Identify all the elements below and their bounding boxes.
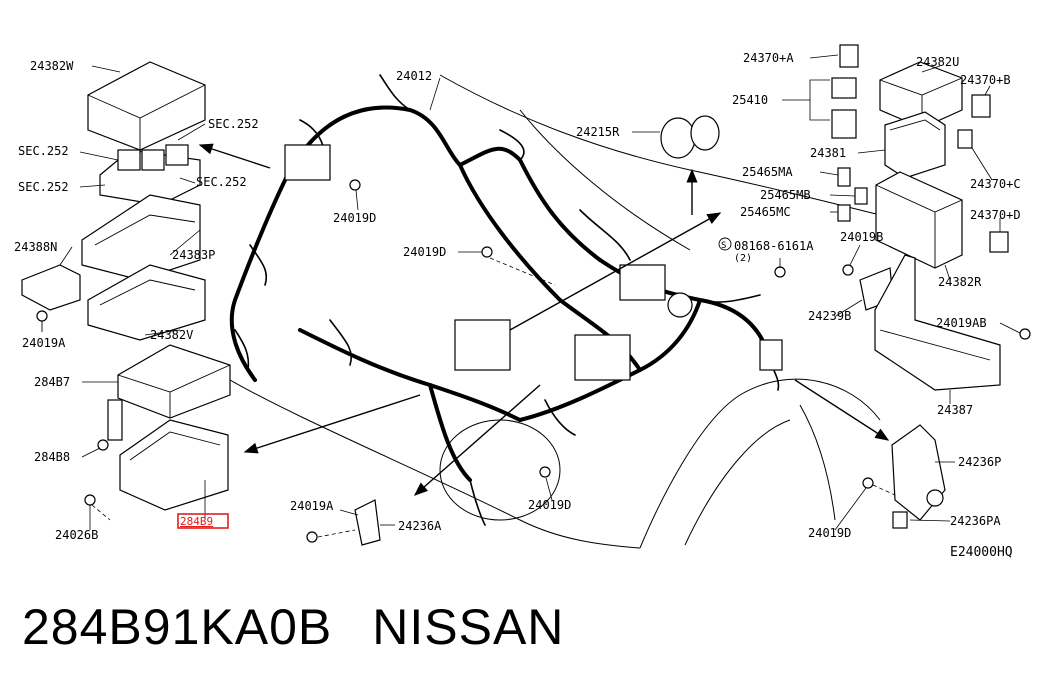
- label-24019AB: 24019AB: [936, 316, 987, 330]
- label-24370C: 24370+C: [970, 177, 1021, 191]
- label-24370D: 24370+D: [970, 208, 1021, 222]
- fuse-block-body[interactable]: [81, 194, 201, 281]
- label-sec252-d: SEC.252: [196, 175, 247, 189]
- label-sec252-c: SEC.252: [18, 180, 69, 194]
- label-25410: 25410: [732, 93, 768, 107]
- circled-s-symbol: S: [721, 241, 726, 251]
- bracket-24236P[interactable]: [891, 424, 946, 521]
- label-24239B: 24239B: [808, 309, 851, 323]
- label-24383P: 24383P: [172, 248, 215, 262]
- label-24388N: 24388N: [14, 240, 57, 254]
- horn-24215R[interactable]: [660, 115, 720, 159]
- fuse-25465MA[interactable]: [837, 167, 851, 187]
- label-24382R: 24382R: [938, 275, 982, 289]
- label-24381: 24381: [810, 146, 846, 160]
- fuse-24370B[interactable]: [971, 94, 991, 118]
- label-24236A: 24236A: [398, 519, 442, 533]
- fuse-block-24381[interactable]: [884, 111, 946, 179]
- highlighted-part-284B9[interactable]: 284B9: [177, 513, 229, 529]
- label-24236P: 24236P: [958, 455, 1001, 469]
- nut-24019B[interactable]: [842, 264, 854, 276]
- bolt-24019D-b[interactable]: [481, 246, 556, 286]
- label-25465MB: 25465MB: [760, 188, 811, 202]
- bolt-24019D-d[interactable]: [862, 477, 896, 496]
- bracket-24388N[interactable]: [21, 264, 81, 311]
- fuse-box-lower-24382V[interactable]: [87, 264, 206, 341]
- bracket-24387[interactable]: [874, 254, 1001, 391]
- label-24382V: 24382V: [150, 328, 193, 342]
- label-24382U: 24382U: [916, 55, 959, 69]
- label-sec252-a: SEC.252: [208, 117, 259, 131]
- arrows: [198, 143, 890, 496]
- clip-24236PA[interactable]: [892, 511, 908, 529]
- caption: 284B91KA0B NISSAN: [22, 598, 604, 656]
- label-24215R: 24215R: [576, 125, 620, 139]
- label-08168-6161A: 08168-6161A: [734, 239, 814, 253]
- label-25465MC: 25465MC: [740, 205, 791, 219]
- label-24019A-left: 24019A: [22, 336, 66, 350]
- fuse-24370D[interactable]: [989, 231, 1009, 253]
- leader-lines: [59, 54, 1021, 531]
- fuse-24370A[interactable]: [839, 44, 859, 68]
- label-24019D-c: 24019D: [528, 498, 571, 512]
- label-24370A: 24370+A: [743, 51, 794, 65]
- label-284B7: 284B7: [34, 375, 70, 389]
- label-24019A-mid: 24019A: [290, 499, 334, 513]
- part-labels: 24382W SEC.252 SEC.252 SEC.252 SEC.252 2…: [14, 51, 1021, 560]
- label-24026B: 24026B: [55, 528, 98, 542]
- bolt-24019D-c[interactable]: [539, 466, 551, 478]
- label-24382W: 24382W: [30, 59, 74, 73]
- bolt-24019AB[interactable]: [1019, 328, 1031, 340]
- clip-284B8[interactable]: [97, 439, 109, 451]
- label-sec252-b: SEC.252: [18, 144, 69, 158]
- bracket-24236A[interactable]: [306, 499, 381, 546]
- diagram-code: E24000HQ: [950, 545, 1013, 560]
- car-body-outline: [229, 74, 881, 549]
- label-08168-group: S 08168-6161A (2): [718, 237, 814, 264]
- label-24370B: 24370+B: [960, 73, 1011, 87]
- fuse-25465MB[interactable]: [854, 187, 868, 205]
- label-24387: 24387: [937, 403, 973, 417]
- label-08168-qty: (2): [734, 253, 752, 264]
- label-284B9: 284B9: [180, 515, 213, 528]
- label-24019D-a: 24019D: [333, 211, 376, 225]
- engine-room-harness-24012[interactable]: [229, 74, 783, 526]
- relays-25410[interactable]: [831, 77, 857, 139]
- bolt-24026B[interactable]: [84, 494, 111, 521]
- fuse-box-body-24382R[interactable]: [875, 171, 963, 269]
- fuse-box-cover-24382W[interactable]: [87, 61, 206, 151]
- label-24019D-b: 24019D: [403, 245, 446, 259]
- relay-block[interactable]: [99, 144, 201, 206]
- bolt-08168-6161A[interactable]: [774, 266, 786, 278]
- fuse-25465MC[interactable]: [837, 204, 851, 222]
- brand-name: NISSAN: [372, 599, 565, 655]
- label-24019B: 24019B: [840, 230, 883, 244]
- label-24019D-d: 24019D: [808, 526, 851, 540]
- ipdm-cover-284B7[interactable]: [117, 344, 231, 419]
- bolt-24019D-a[interactable]: [349, 179, 361, 191]
- part-number: 284B91KA0B: [22, 599, 333, 655]
- fuse-24370C[interactable]: [957, 129, 973, 149]
- label-24236PA: 24236PA: [950, 514, 1001, 528]
- label-25465MA: 25465MA: [742, 165, 793, 179]
- label-24012: 24012: [396, 69, 432, 83]
- bolt-24019A-left[interactable]: [36, 310, 48, 332]
- label-284B8: 284B8: [34, 450, 70, 464]
- ipdm-bracket-284B9[interactable]: [107, 399, 229, 511]
